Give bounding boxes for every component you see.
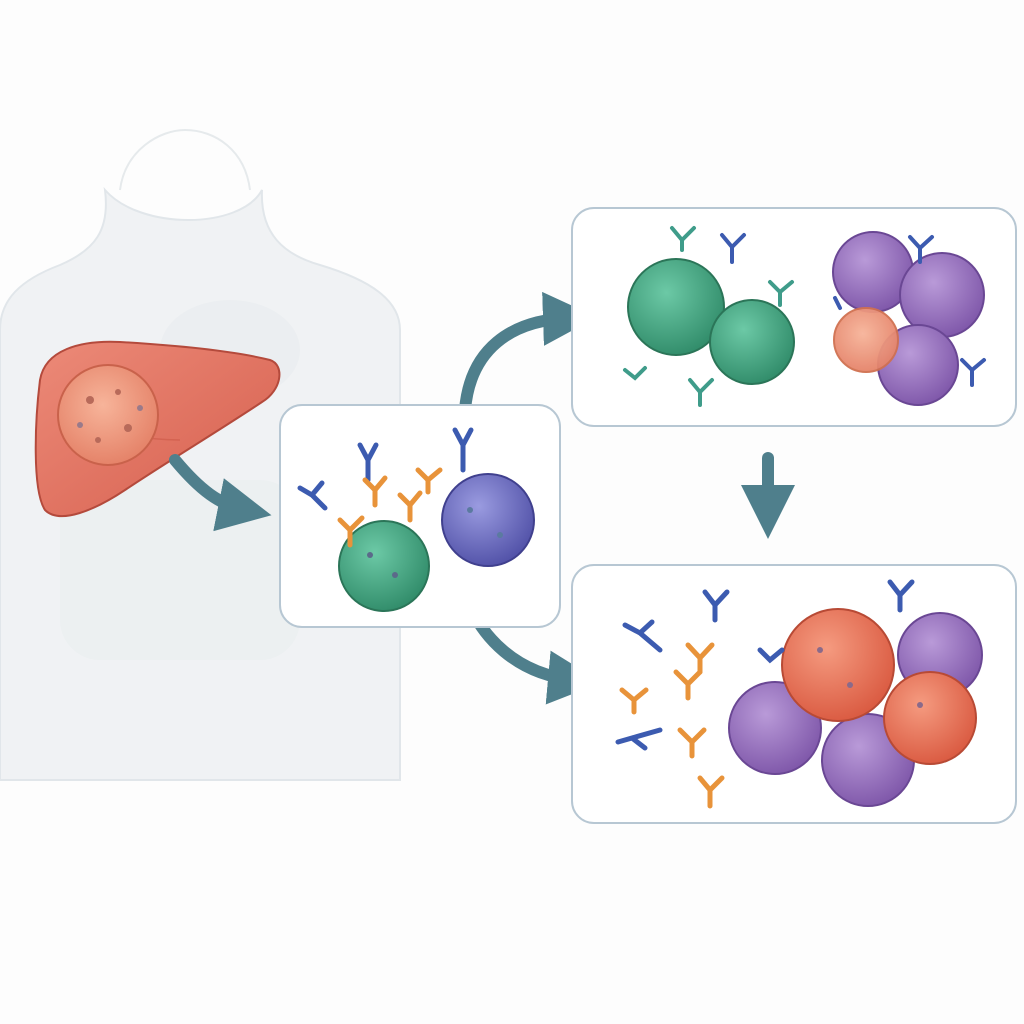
antibody-icon <box>623 226 986 407</box>
tumor-cell-icon <box>781 608 977 765</box>
arrow-interaction-to-activation <box>459 291 597 416</box>
immune-cell-icon <box>338 520 430 612</box>
immune-cell-icon <box>627 258 795 385</box>
antibody-icon <box>615 579 915 809</box>
antibody-icon <box>297 427 474 548</box>
immune-cell-icon <box>832 231 985 406</box>
immune-cell-icon <box>441 473 535 567</box>
panel-interaction <box>279 404 561 628</box>
panel-tumor-attack <box>571 564 1017 824</box>
panel-activation <box>571 207 1017 427</box>
arrow-liver-to-interaction <box>169 454 272 532</box>
tumor-icon <box>57 364 159 466</box>
